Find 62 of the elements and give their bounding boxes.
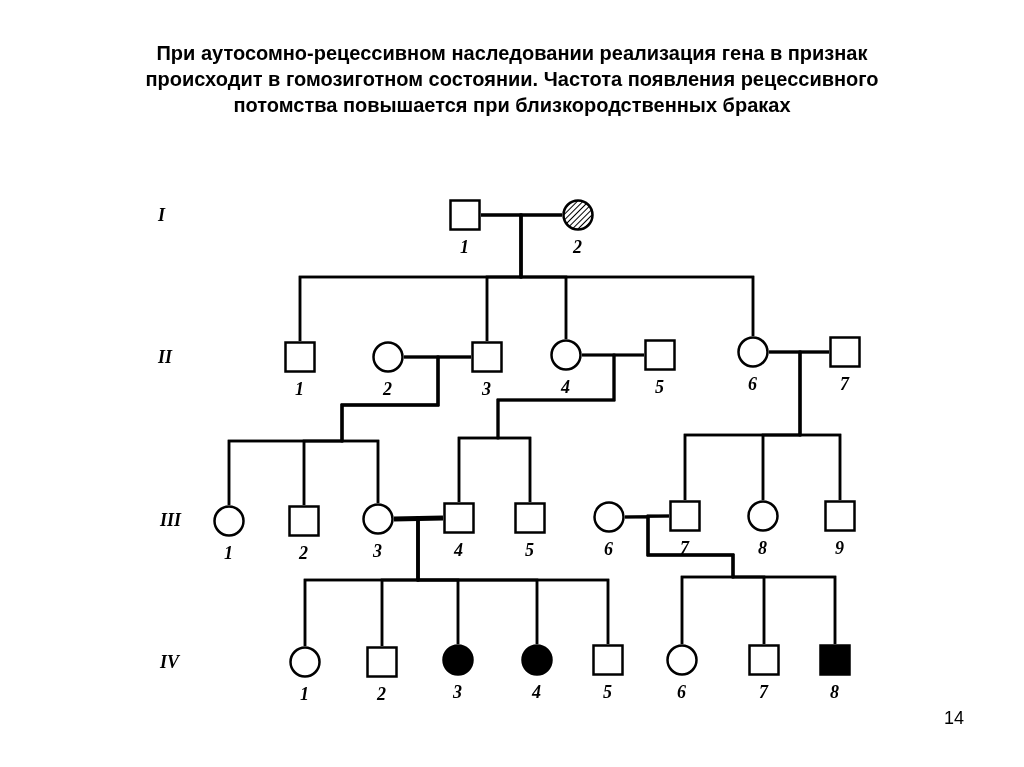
- female-symbol: [747, 500, 779, 532]
- descent-line: [798, 350, 842, 500]
- individual-number: 4: [454, 540, 463, 560]
- individual-number: 1: [460, 237, 469, 257]
- individual-number: 5: [525, 540, 534, 560]
- female-symbol: [362, 503, 394, 535]
- male-symbol: [449, 199, 481, 231]
- individual-number: 6: [604, 539, 613, 559]
- affected-male-symbol: [819, 644, 851, 676]
- male-symbol: [284, 341, 316, 373]
- individual-number: 9: [835, 538, 844, 558]
- male-symbol: [592, 644, 624, 676]
- male-symbol: [443, 502, 475, 534]
- individual-number: 3: [373, 541, 382, 561]
- individual-number: 1: [295, 379, 304, 399]
- male-symbol: [366, 646, 398, 678]
- individual-number: 7: [680, 538, 689, 558]
- generation-numeral: I: [158, 205, 165, 225]
- female-symbol: [213, 505, 245, 537]
- male-symbol: [288, 505, 320, 537]
- female-symbol: [593, 501, 625, 533]
- individual-number: 4: [561, 377, 570, 397]
- individual-number: 2: [299, 543, 308, 563]
- individual-number: 5: [655, 377, 664, 397]
- individual-number: 2: [377, 684, 386, 704]
- affected-female-symbol: [521, 644, 553, 676]
- male-symbol: [824, 500, 856, 532]
- generation-numeral: IV: [160, 652, 179, 672]
- individual-number: 3: [482, 379, 491, 399]
- generation-numeral: III: [160, 510, 181, 530]
- male-symbol: [829, 336, 861, 368]
- individual-number: 4: [532, 682, 541, 702]
- individual-number: 2: [383, 379, 392, 399]
- slide-title: При аутосомно-рецессивном наследовании реализация гена в признак происходит в гомозиготном состоянии. Частота появления рецессивного потомства повышается при близкородственных браках: [144, 41, 880, 118]
- female-symbol: [289, 646, 321, 678]
- male-symbol: [748, 644, 780, 676]
- female-symbol: [666, 644, 698, 676]
- marriage-line: [393, 515, 444, 522]
- affected-female-symbol: [562, 199, 594, 231]
- male-symbol: [471, 341, 503, 373]
- individual-number: 1: [300, 684, 309, 704]
- individual-number: 6: [748, 374, 757, 394]
- male-symbol: [514, 502, 546, 534]
- descent-line: [496, 353, 644, 502]
- individual-number: 3: [453, 682, 462, 702]
- individual-number: 8: [758, 538, 767, 558]
- individual-number: 6: [677, 682, 686, 702]
- female-symbol: [737, 336, 769, 368]
- female-symbol: [550, 339, 582, 371]
- descent-line: [340, 355, 471, 503]
- female-symbol: [372, 341, 404, 373]
- individual-number: 5: [603, 682, 612, 702]
- affected-female-symbol: [442, 644, 474, 676]
- individual-number: 1: [224, 543, 233, 563]
- male-symbol: [644, 339, 676, 371]
- male-symbol: [669, 500, 701, 532]
- individual-number: 8: [830, 682, 839, 702]
- individual-number: 2: [573, 237, 582, 257]
- generation-numeral: II: [158, 347, 172, 367]
- individual-number: 7: [759, 682, 768, 702]
- individual-number: 7: [840, 374, 849, 394]
- page-number: 14: [944, 708, 965, 728]
